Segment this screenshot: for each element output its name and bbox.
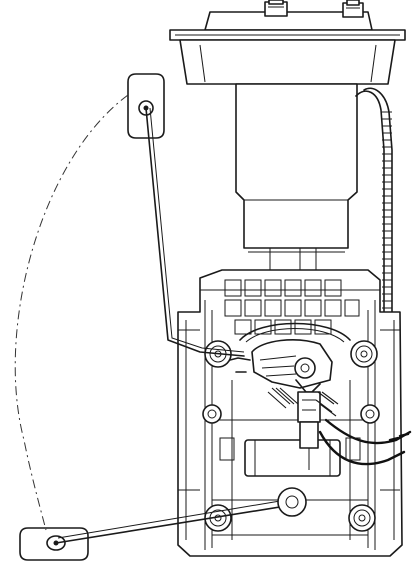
reservoir-bucket [177,269,403,557]
small-details [178,329,400,491]
top-flange [169,0,406,85]
float-upper [127,73,245,357]
electrical-wires [318,418,412,466]
float-travel-arc [14,94,129,531]
boss-upper-right [350,340,378,368]
boss-lower-right [348,504,376,532]
stem-housing [235,83,358,272]
boss-mid-right [360,404,380,424]
boss-mid-left [202,404,222,424]
mounting-bosses [202,340,380,532]
float-lower [19,487,307,561]
level-sender-assembly [229,339,339,470]
